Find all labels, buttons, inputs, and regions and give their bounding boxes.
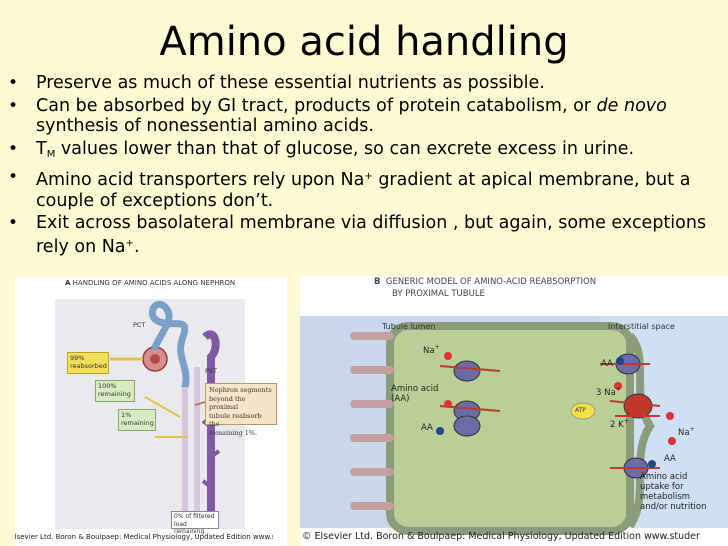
remaining-arrow [144, 396, 181, 418]
na-interstitial-sup: + [689, 426, 695, 433]
aa-uptake-label: AA [664, 454, 676, 464]
three-na-text: 3 Na [596, 387, 616, 398]
atp-label: ATP [575, 407, 586, 414]
remaining-1-box: 1% remaining [118, 409, 156, 431]
remaining-1-label: remaining [121, 419, 154, 427]
bullet-dot: • [8, 138, 19, 159]
zero-remaining-box: 0% of filtered load remaining [171, 511, 219, 535]
flux-arrows [439, 363, 661, 469]
reabsorbed-pct: 99% [70, 354, 85, 362]
proximal-tubule [148, 300, 190, 391]
note-line: tubule reabsorb the [209, 411, 262, 429]
reabsorbed-box: 99% reabsorbed [67, 352, 109, 374]
bullet-text: Exit across basolateral membrane via dif… [36, 213, 707, 257]
figure-b-caption: © Elsevier Ltd. Boron & Boulpaep: Medica… [302, 531, 700, 542]
interstitial-label: Interstitial space [608, 322, 675, 331]
reabsorbed-label: reabsorbed [70, 362, 107, 370]
microvilli [350, 332, 394, 510]
uptake-line: Amino acid [640, 472, 688, 482]
bullet-superscript: + [125, 237, 134, 249]
amino-acid-abbrev: (AA) [391, 394, 410, 404]
two-k-label: 2 K+ [610, 418, 629, 430]
three-na-label: 3 Na+ [596, 386, 621, 398]
bullet-text: T [36, 138, 47, 159]
bullet-superscript: + [364, 171, 373, 182]
bullet-text: synthesis of nonessential amino acids. [36, 116, 374, 136]
bullet-text: . [133, 236, 140, 257]
note-line: remaining 1%. [209, 428, 258, 437]
bullet-text: Can be absorbed by GI tract, products of… [36, 95, 597, 116]
figure-a-header: A HANDLING OF AMINO ACIDS ALONG NEPHRON [65, 279, 235, 287]
bullet-text: values lower than that of glucose, so ca… [55, 138, 635, 159]
bullet-dot: • [8, 213, 19, 233]
remaining-100-pct: 100% [98, 382, 117, 390]
figure-a-title: HANDLING OF AMINO ACIDS ALONG NEPHRON [72, 279, 236, 287]
basolateral-membrane [626, 333, 655, 529]
na-k-pump [623, 393, 653, 419]
figure-b-title: GENERIC MODEL OF AMINO-ACID REABSORPTION [385, 277, 597, 287]
aa-transporter [453, 415, 481, 437]
bullet-item: • Can be absorbed by GI tract, products o… [6, 96, 722, 137]
bullet-dot: • [8, 73, 19, 93]
uptake-line: uptake for [640, 482, 684, 492]
na-interstitial-label: Na+ [678, 426, 695, 438]
three-na-sup: + [615, 386, 621, 393]
bullet-item: • Exit across basolateral membrane via di… [6, 213, 722, 257]
figure-a-caption: © Elsevier Ltd. Boron & Boulpaep: Medica… [15, 533, 273, 541]
glomerulus-core [150, 354, 160, 364]
ion-dots [436, 352, 676, 468]
bullet-dot: • [8, 167, 19, 187]
zero-remaining-line: 0% of filtered [174, 513, 215, 520]
bullet-item: • Amino acid transporters rely upon Na+ g… [6, 167, 722, 211]
collecting-duct [202, 330, 220, 527]
bullet-text: Amino acid transporters rely upon Na [36, 170, 365, 190]
na-text: Na [423, 345, 435, 356]
cell-model-diagram [300, 316, 728, 535]
note-line: Nephron segments [209, 386, 272, 394]
pst-label: PST [205, 367, 218, 375]
remaining-100-box: 100% remaining [95, 380, 135, 402]
atp-symbol [570, 402, 596, 420]
bullet-dot: • [8, 95, 19, 116]
na-label: Na+ [423, 344, 440, 356]
uptake-line: and/or nutrition [640, 502, 707, 512]
note-pointer [194, 401, 206, 406]
amino-acid-text: Amino acid [391, 384, 439, 394]
note-line: beyond the proximal [209, 394, 246, 412]
figure-b-header: B GENERIC MODEL OF AMINO-ACID REABSORPTI… [374, 277, 596, 287]
remaining-1-pct: 1% [121, 411, 132, 419]
aa-lumen-label: AA [421, 423, 433, 433]
tubule-lumen-label: Tubule lumen [382, 322, 436, 331]
bullet-subscript: M [46, 148, 56, 160]
bullet-item: • TM values lower than that of glucose, s… [6, 139, 722, 166]
two-k-sup: + [623, 418, 629, 425]
na-aa-cotransporter [453, 360, 481, 382]
figure-a-nephron: A HANDLING OF AMINO ACIDS ALONG NEPHRON … [15, 277, 287, 546]
pct-label: PCT [133, 321, 146, 329]
zero-remaining-line: load remaining [174, 520, 205, 536]
bullet-item: • Preserve as much of these essential nut… [6, 73, 722, 94]
uptake-line: metabolism [640, 492, 691, 502]
remaining-100-label: remaining [98, 390, 131, 398]
na-sup: + [434, 344, 440, 351]
nephron-note-box: Nephron segments beyond the proximal tub… [205, 383, 277, 437]
amino-acid-label: Amino acid (AA) [391, 384, 438, 404]
bullet-text-italic: de novo [596, 95, 667, 116]
aa-exit-label: AA [601, 359, 613, 369]
figure-b-title-line2: BY PROXIMAL TUBULE [392, 289, 485, 299]
slide-title: Amino acid handling [159, 19, 569, 65]
na-interstitial-text: Na [678, 427, 690, 438]
bullet-list: • Preserve as much of these essential nut… [6, 73, 722, 259]
figure-b-reabsorption-model: B GENERIC MODEL OF AMINO-ACID REABSORPTI… [300, 276, 728, 546]
epithelial-cell [386, 322, 634, 535]
uptake-text: Amino acid uptake for metabolism and/or … [640, 472, 707, 512]
figure-b-letter: B [374, 277, 381, 287]
two-k-text: 2 K [610, 419, 624, 430]
bullet-text: gradient at apical membrane, but a coupl… [36, 170, 691, 211]
figure-a-letter: A [65, 279, 71, 287]
bullet-text: Preserve as much of these essential nutr… [36, 73, 545, 93]
